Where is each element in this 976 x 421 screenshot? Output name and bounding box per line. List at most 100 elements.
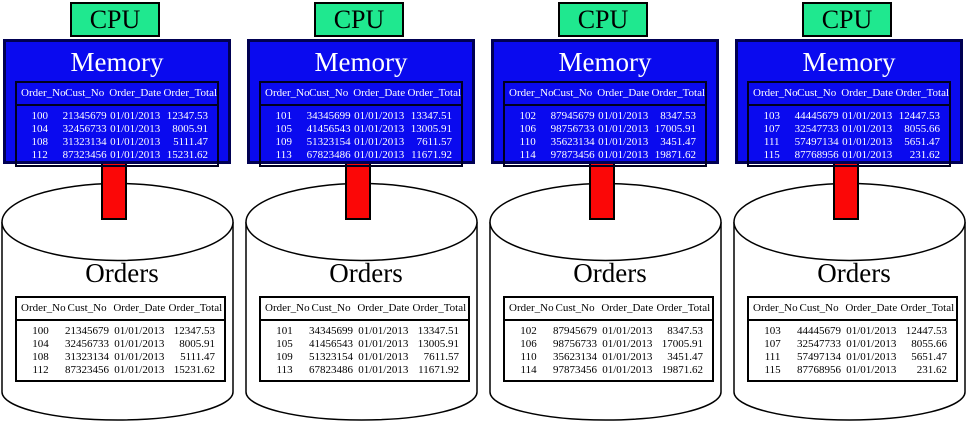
table-cell: 98756733 [550, 123, 595, 135]
memory-disk-connector [833, 162, 859, 220]
table-cell: 01/01/2013 [598, 149, 649, 161]
table-cell: 87768956 [797, 364, 842, 376]
cpu-label: CPU [821, 4, 873, 34]
table-cell: 100 [31, 110, 48, 122]
column-header: Order_Total [163, 82, 218, 106]
table-cell: 01/01/2013 [598, 136, 649, 148]
table-cell: 5111.47 [180, 351, 215, 363]
table-cell: 12347.53 [166, 110, 208, 122]
table-cell: 01/01/2013 [358, 338, 409, 350]
table-cell: 112 [32, 364, 49, 376]
table-cell: 97873456 [553, 364, 598, 376]
table-cell: 19871.62 [654, 149, 696, 161]
column-header: Order_Date [842, 297, 901, 321]
table-cell: 103 [764, 325, 781, 337]
column-header: Order_Date [594, 82, 652, 106]
table-cell: 5111.47 [173, 136, 208, 148]
table-cell: 98756733 [553, 338, 598, 350]
memory-disk-connector [101, 162, 127, 220]
table-cell: 41456543 [306, 123, 351, 135]
table-cell: 104 [31, 123, 48, 135]
table-cell: 87323456 [65, 364, 110, 376]
table-cell: 5651.47 [911, 351, 947, 363]
table-cell: 105 [275, 123, 292, 135]
table-cell: 12347.53 [173, 325, 215, 337]
table-cell: 102 [520, 325, 537, 337]
table-cell: 13347.51 [410, 110, 452, 122]
table-cell: 51323154 [306, 136, 351, 148]
table-cell: 87945679 [553, 325, 598, 337]
column-header: Cust_No [550, 82, 595, 106]
table-cell: 102 [519, 110, 536, 122]
table-cell: 110 [519, 136, 536, 148]
table-cell: 8005.91 [179, 338, 215, 350]
table-cell: 231.62 [916, 364, 947, 376]
orders-title: Orders [573, 258, 647, 288]
column-header: Order_No [504, 82, 554, 106]
table-cell: 01/01/2013 [842, 149, 893, 161]
memory-title: Memory [314, 47, 408, 77]
column-header: Order_No [260, 297, 310, 321]
table-cell: 17005.91 [654, 123, 696, 135]
column-header: Order_Total [412, 297, 469, 321]
table-cell: 104 [32, 338, 49, 350]
table-cell: 3451.47 [667, 351, 703, 363]
table-cell: 01/01/2013 [354, 110, 405, 122]
table-cell: 34345699 [306, 110, 351, 122]
column-header: Order_Date [598, 297, 657, 321]
table-cell: 7611.57 [423, 351, 459, 363]
column-header: Order_Total [656, 297, 713, 321]
column-header: Cust_No [64, 297, 111, 321]
table-cell: 107 [763, 123, 780, 135]
table-cell: 5651.47 [904, 136, 940, 148]
table-cell: 11671.92 [418, 364, 459, 376]
orders-title: Orders [817, 258, 891, 288]
column-header: Order_No [748, 297, 798, 321]
cpu-box: CPU [70, 2, 160, 37]
column-header: Order_No [260, 82, 310, 106]
table-cell: 101 [276, 325, 293, 337]
column-header: Order_Total [895, 82, 950, 106]
table-cell: 01/01/2013 [846, 364, 897, 376]
table-cell: 108 [32, 351, 49, 363]
table-cell: 12447.53 [905, 325, 947, 337]
table-cell: 109 [276, 351, 293, 363]
table-cell: 15231.62 [166, 149, 208, 161]
column-header: Order_Date [838, 82, 896, 106]
table-cell: 01/01/2013 [110, 149, 161, 161]
table-cell: 01/01/2013 [354, 149, 405, 161]
table-cell: 8347.53 [660, 110, 696, 122]
table-cell: 107 [764, 338, 781, 350]
table-cell: 57497134 [797, 351, 842, 363]
table-cell: 01/01/2013 [598, 123, 649, 135]
table-cell: 100 [32, 325, 49, 337]
table-cell: 108 [31, 136, 48, 148]
table-cell: 13005.91 [410, 123, 452, 135]
table-cell: 111 [764, 351, 781, 363]
table-cell: 17005.91 [661, 338, 703, 350]
